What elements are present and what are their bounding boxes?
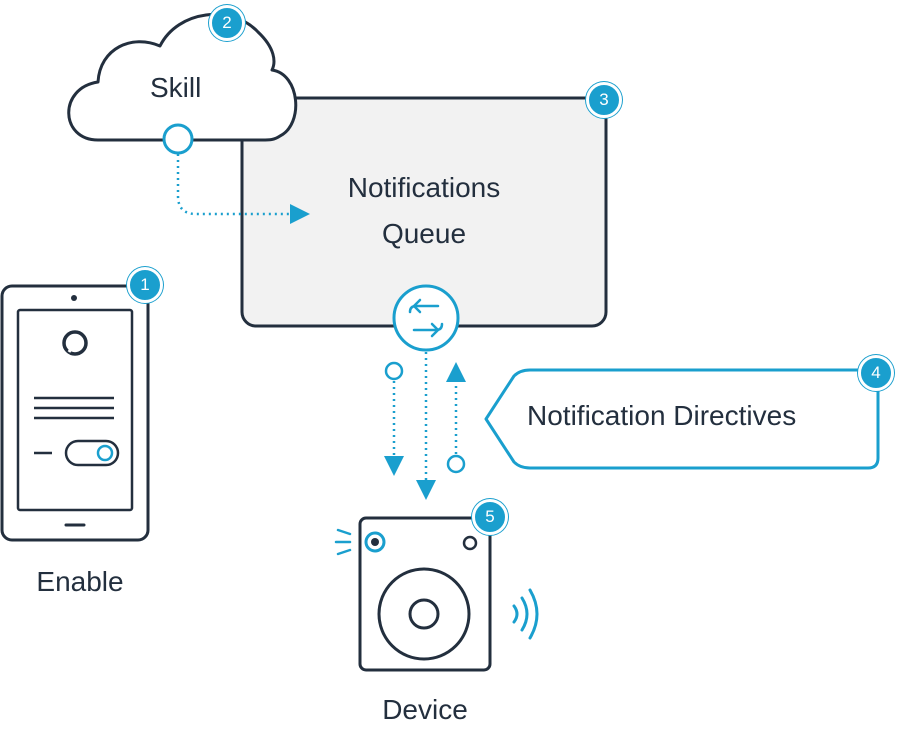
directives-label: Notification Directives	[527, 400, 797, 431]
tablet-icon	[0, 284, 150, 542]
queue-device-connectors	[384, 352, 466, 500]
step-badge-3: 3	[586, 82, 622, 118]
skill-port	[162, 123, 194, 155]
queue-label-line1: Notifications	[347, 172, 501, 203]
step-badge-5: 5	[472, 499, 508, 535]
device-label: Device	[382, 694, 468, 725]
enable-label: Enable	[36, 566, 124, 597]
sync-icon	[392, 284, 460, 352]
sound-waves-icon	[512, 588, 539, 640]
step-badge-2: 2	[209, 5, 245, 41]
light-rays-icon	[334, 528, 352, 556]
step-badge-1: 1	[127, 267, 163, 303]
skill-label: Skill	[150, 72, 202, 103]
queue-label-line2: Queue	[381, 218, 467, 249]
skill-to-queue-arrow	[176, 154, 310, 224]
speaker-icon	[358, 516, 492, 672]
step-badge-4: 4	[858, 355, 894, 391]
